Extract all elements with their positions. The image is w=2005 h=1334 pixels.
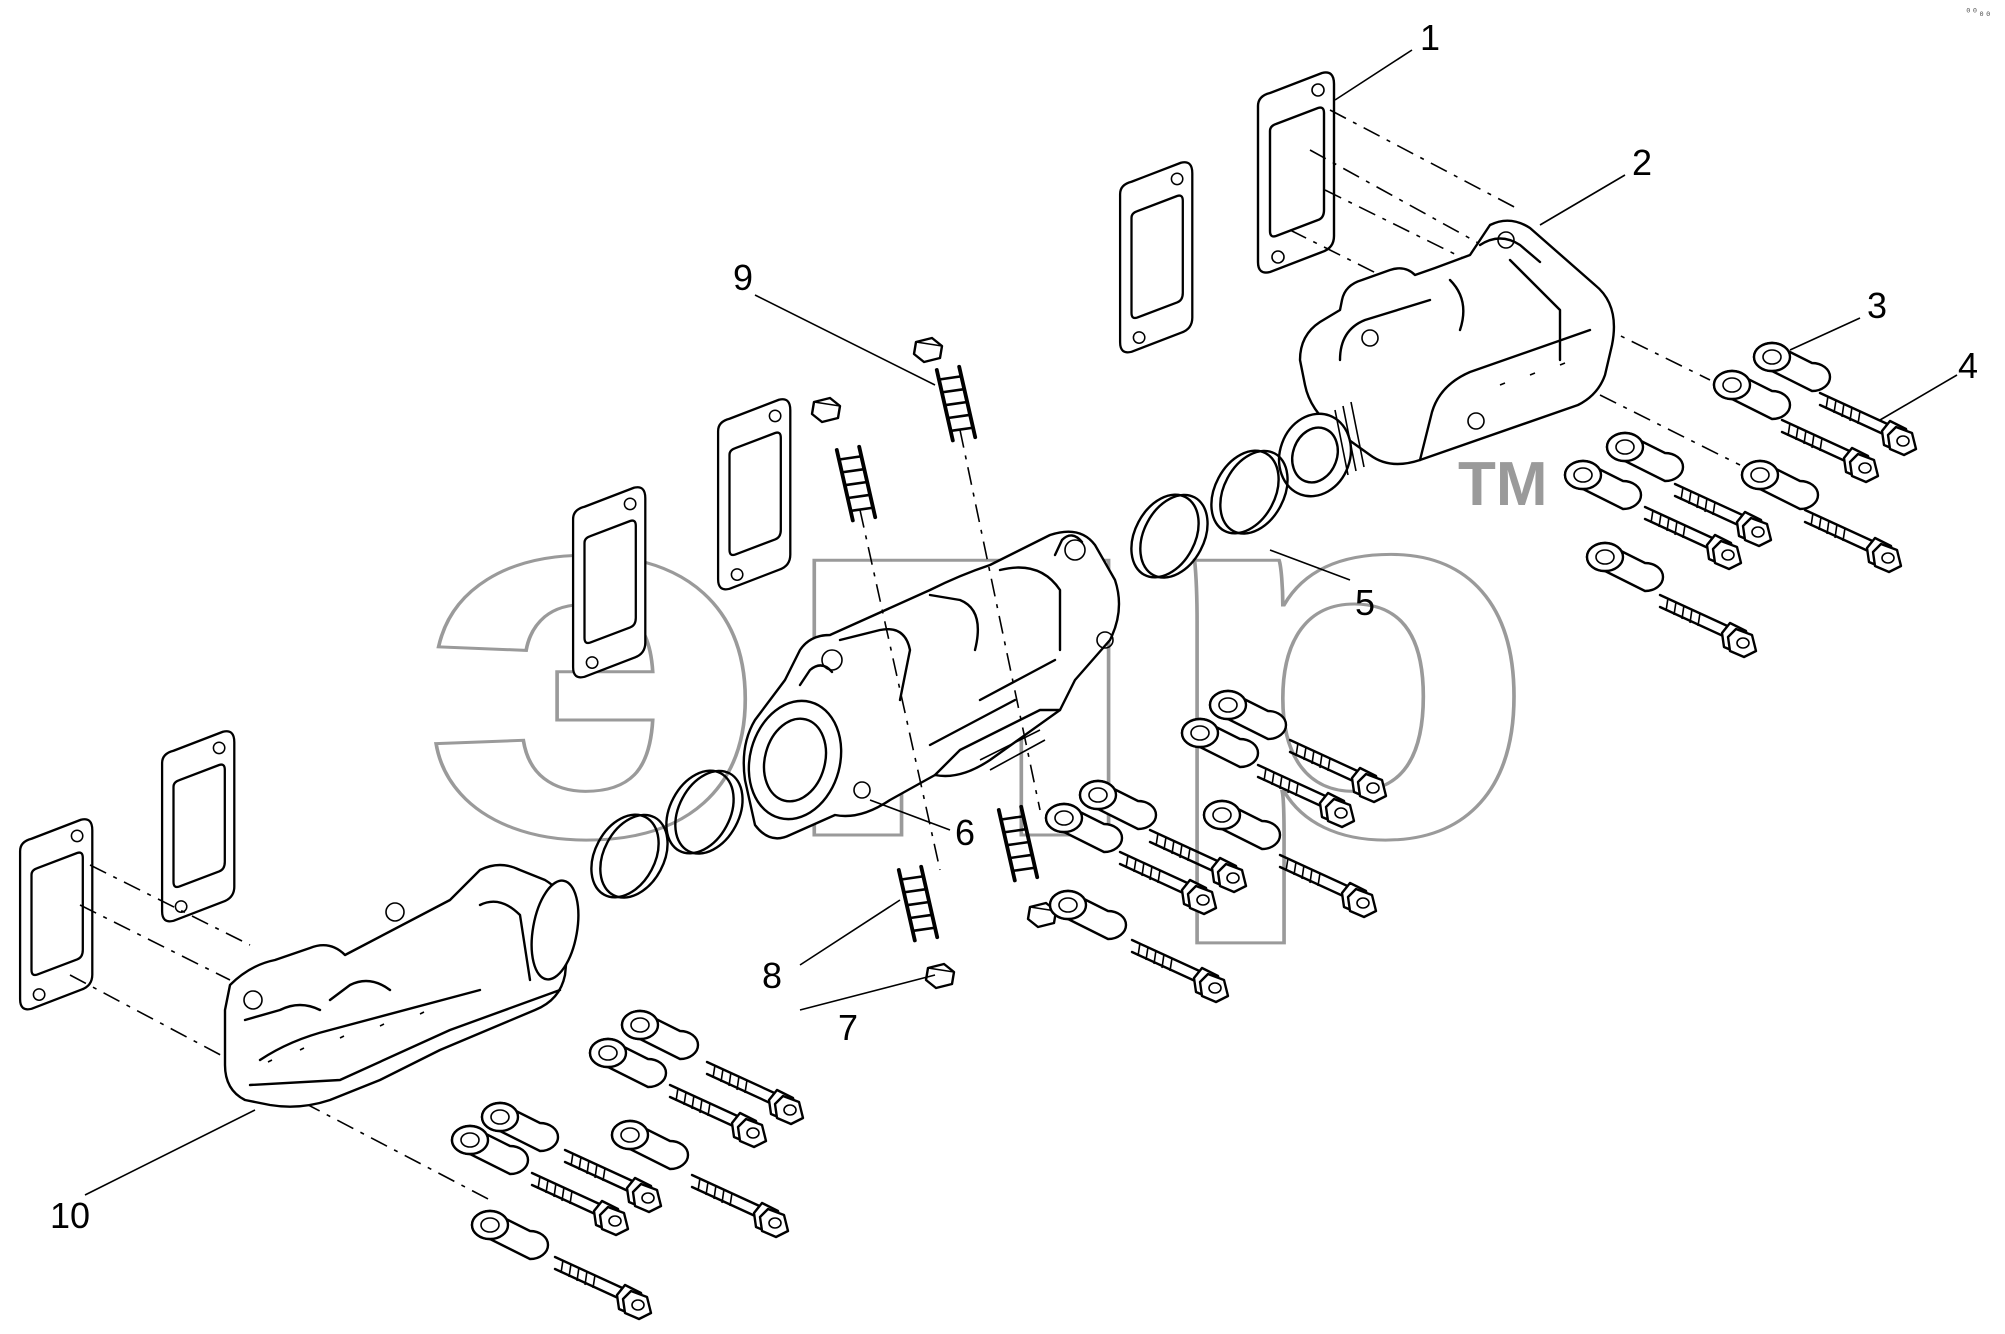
corner-mark: ⁰⁰₀₀ xyxy=(1965,6,1992,19)
manifold-left xyxy=(223,863,580,1108)
gasket-middle-upper xyxy=(716,398,792,591)
callout-6: 6 xyxy=(955,812,975,853)
gasket-middle-lower xyxy=(571,486,647,679)
callout-8: 8 xyxy=(762,955,782,996)
callouts: 1 2 3 4 5 6 7 8 9 10 xyxy=(50,17,1978,1236)
leader-lines xyxy=(84,49,1958,1196)
gasket-right-upper xyxy=(1256,71,1336,274)
callout-1: 1 xyxy=(1420,17,1440,58)
alignment-lines-right xyxy=(1289,109,1741,466)
spacer-bolt-group-left xyxy=(450,1009,805,1321)
callout-2: 2 xyxy=(1632,142,1652,183)
callout-5: 5 xyxy=(1355,582,1375,623)
gasket-right-lower xyxy=(1118,161,1194,354)
gasket-left-upper xyxy=(160,730,236,923)
nut-upper-a xyxy=(912,336,944,364)
spacer-bolt-group-right xyxy=(1563,341,1918,659)
callout-9: 9 xyxy=(733,257,753,298)
watermark-trademark: TM xyxy=(1458,450,1548,519)
callout-3: 3 xyxy=(1867,285,1887,326)
callout-7: 7 xyxy=(838,1007,858,1048)
manifold-right xyxy=(1277,219,1616,498)
manifold-center xyxy=(742,530,1121,840)
callout-4: 4 xyxy=(1958,345,1978,386)
callout-10: 10 xyxy=(50,1195,90,1236)
alignment-lines-left xyxy=(69,864,491,1201)
stud-axis-lines xyxy=(859,429,1041,871)
nut-upper-b xyxy=(810,396,842,424)
